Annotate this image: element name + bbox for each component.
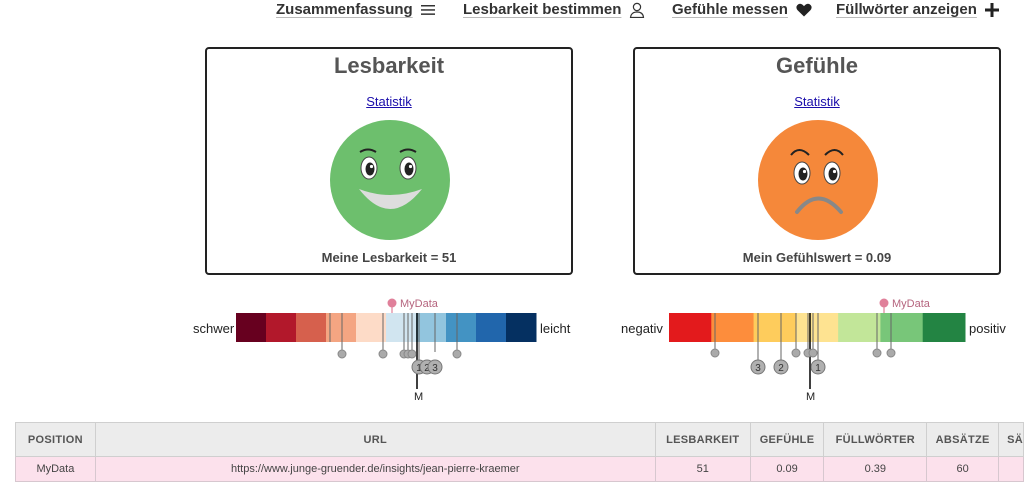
scale-band — [326, 313, 357, 342]
statistics-link[interactable]: Statistik — [366, 94, 412, 109]
scale-band — [236, 313, 267, 342]
column-header-feelings[interactable]: GEFÜHLE — [749, 422, 825, 457]
rank-label: 3 — [432, 363, 438, 374]
scale-right-label: positiv — [969, 321, 1006, 336]
readability-value: Meine Lesbarkeit = 51 — [321, 250, 457, 265]
user-icon — [629, 2, 645, 18]
cell-url[interactable]: https://www.junge-gruender.de/insights/j… — [94, 456, 656, 482]
scale-left-label: schwer — [193, 321, 235, 336]
scale-band — [446, 313, 477, 342]
column-header-readability[interactable]: LESBARKEIT — [654, 422, 751, 457]
rank-marker — [810, 359, 826, 375]
cell-sentences — [998, 456, 1024, 482]
results-table: POSITION URL LESBARKEIT GEFÜHLE FÜLLWÖRT… — [15, 422, 1024, 482]
nav-fillers-label: Füllwörter anzeigen — [836, 1, 977, 18]
nav-readability[interactable]: Lesbarkeit bestimmen — [463, 1, 645, 18]
readability-card: Lesbarkeit Statistik Meine Lesbarkeit = … — [205, 47, 573, 275]
nav-summary-label: Zusammenfassung — [276, 1, 413, 18]
scale-right-label: leicht — [540, 321, 571, 336]
scale-band — [356, 313, 387, 342]
table-header-row: POSITION URL LESBARKEIT GEFÜHLE FÜLLWÖRT… — [15, 422, 1024, 457]
readability-scale: MyData M 1 2 3 — [236, 298, 537, 403]
nav-summary[interactable]: Zusammenfassung — [276, 1, 435, 18]
feelings-scale: MyData M 3 2 1 — [669, 298, 966, 403]
nav-readability-label: Lesbarkeit bestimmen — [463, 1, 622, 18]
column-header-position[interactable]: POSITION — [15, 422, 96, 457]
marker-label: MyData — [400, 298, 439, 310]
happy-face-icon — [329, 119, 451, 241]
heart-icon — [796, 3, 812, 17]
scale-band — [880, 313, 924, 342]
sad-face-icon — [757, 119, 879, 241]
median-label: M — [806, 391, 815, 403]
column-header-sentences[interactable]: SÄ — [998, 422, 1024, 457]
scale-band — [296, 313, 327, 342]
cell-paragraphs: 60 — [926, 456, 1000, 482]
nav-fillers[interactable]: Füllwörter anzeigen — [836, 1, 999, 18]
plus-icon — [984, 2, 999, 17]
cell-feelings: 0.09 — [749, 456, 825, 482]
scale-band — [386, 313, 417, 342]
statistics-link[interactable]: Statistik — [794, 94, 840, 109]
rank-marker — [427, 359, 443, 375]
column-header-paragraphs[interactable]: ABSÄTZE — [926, 422, 1000, 457]
rank-label: 2 — [778, 363, 784, 374]
scale-band — [266, 313, 297, 342]
menu-icon — [420, 4, 435, 16]
scale-band — [476, 313, 507, 342]
scale-band — [711, 313, 755, 342]
table-row[interactable]: MyData https://www.junge-gruender.de/ins… — [15, 456, 1024, 482]
mydata-marker — [879, 298, 889, 308]
rank-marker — [750, 359, 766, 375]
mydata-marker — [387, 298, 397, 308]
nav-feelings[interactable]: Gefühle messen — [672, 1, 812, 18]
feelings-value: Mein Gefühlswert = 0.09 — [742, 250, 892, 265]
rank-label: 3 — [755, 363, 761, 374]
top-navigation: Zusammenfassung Lesbarkeit bestimmen Gef… — [0, 0, 1024, 22]
median-label: M — [414, 391, 423, 403]
column-header-url[interactable]: URL — [94, 422, 656, 457]
scale-band — [795, 313, 839, 342]
cell-readability: 51 — [654, 456, 751, 482]
scale-band — [838, 313, 881, 342]
rank-marker — [773, 359, 789, 375]
scale-band — [669, 313, 712, 342]
feelings-card: Gefühle Statistik Mein Gefühlswert = 0.0… — [633, 47, 1001, 275]
nav-feelings-label: Gefühle messen — [672, 1, 788, 18]
column-header-fillers[interactable]: FÜLLWÖRTER — [823, 422, 928, 457]
scale-band — [922, 313, 966, 342]
cell-position: MyData — [15, 456, 96, 482]
scale-left-label: negativ — [621, 321, 663, 336]
scale-band — [416, 313, 447, 342]
scale-band — [506, 313, 537, 342]
card-title: Lesbarkeit — [333, 53, 445, 78]
marker-label: MyData — [892, 298, 931, 310]
cell-fillers: 0.39 — [823, 456, 928, 482]
card-title: Gefühle — [776, 53, 858, 78]
scale-band — [753, 313, 797, 342]
rank-label: 1 — [815, 363, 821, 374]
rank-label: 2 — [424, 363, 430, 374]
rank-label: 1 — [416, 363, 422, 374]
